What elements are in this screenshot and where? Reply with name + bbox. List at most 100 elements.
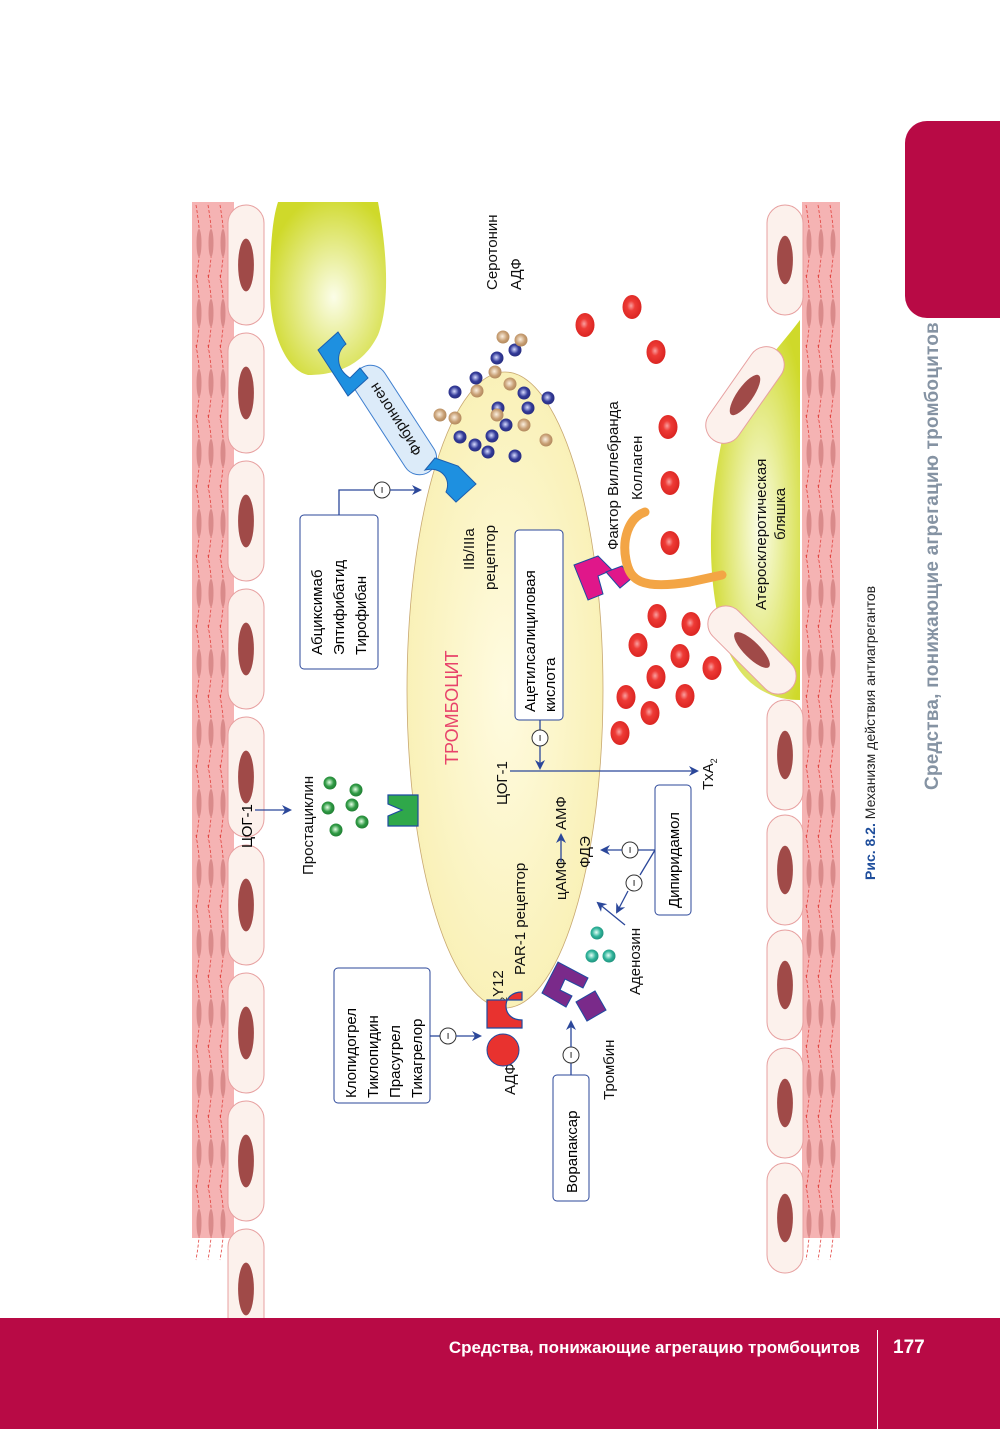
muscle-nucleus xyxy=(818,859,824,887)
red-blood-cell xyxy=(658,415,678,439)
par1-receptor xyxy=(541,961,589,1008)
gp-inhibitor-eptifibatide: Эптифибатид xyxy=(331,560,348,655)
serotonin-granule xyxy=(503,377,517,391)
serotonin-granule xyxy=(517,418,531,432)
muscle-nucleus xyxy=(818,1139,824,1167)
muscle-nucleus xyxy=(220,509,226,537)
gp-ib-receptor xyxy=(573,555,613,601)
adp-granule xyxy=(481,445,495,459)
muscle-nucleus xyxy=(220,789,226,817)
adp-label-top: АДФ xyxy=(508,258,525,290)
adp-label-bottom: АДФ xyxy=(502,1063,519,1095)
muscle-nucleus xyxy=(196,299,202,327)
pde-label: ФДЭ xyxy=(577,836,594,868)
amp-label: АМФ xyxy=(553,796,570,830)
inhibit-symbol: − xyxy=(623,846,637,853)
muscle-nucleus xyxy=(208,789,214,817)
muscle-nucleus xyxy=(806,789,812,817)
prostacyclin-label: Простациклин xyxy=(300,776,317,875)
muscle-nucleus xyxy=(818,929,824,957)
inhibit-symbol: − xyxy=(564,1051,578,1058)
gp-receptor-label-1: IIb/IIIa xyxy=(461,528,478,570)
muscle-nucleus xyxy=(196,1139,202,1167)
muscle-nucleus xyxy=(208,509,214,537)
figure-caption: Рис. 8.2. Механизм действия антиагрегант… xyxy=(862,586,878,880)
muscle-nucleus xyxy=(220,929,226,957)
figure-caption-text: Механизм действия антиагрегантов xyxy=(862,585,878,824)
muscle-nucleus xyxy=(196,789,202,817)
footer-divider xyxy=(877,1330,878,1429)
muscle-nucleus xyxy=(208,299,214,327)
cell-nucleus xyxy=(238,494,254,548)
vessel-wall-left xyxy=(192,202,265,1350)
cell-nucleus xyxy=(777,960,793,1010)
cell-nucleus xyxy=(238,878,254,932)
muscle-nucleus xyxy=(208,229,214,257)
muscle-nucleus xyxy=(806,1209,812,1237)
txa2-label: TxA2 xyxy=(700,758,719,790)
muscle-nucleus xyxy=(806,999,812,1027)
muscle-nucleus xyxy=(196,1069,202,1097)
serotonin-adp-granules xyxy=(433,330,555,463)
muscle-nucleus xyxy=(806,649,812,677)
prostacyclin-receptor xyxy=(387,794,419,827)
adenosine-molecule xyxy=(602,949,616,963)
endothelial-cell-tilted xyxy=(707,605,797,695)
serotonin-label: Серотонин xyxy=(484,214,501,290)
inhibit-symbol: − xyxy=(533,734,547,741)
muscle-nucleus xyxy=(196,999,202,1027)
muscle-nucleus xyxy=(208,579,214,607)
muscle-nucleus xyxy=(830,719,836,747)
adp-granule xyxy=(508,449,522,463)
cell-nucleus xyxy=(238,622,254,676)
muscle-nucleus xyxy=(818,229,824,257)
serotonin-granule xyxy=(488,365,502,379)
muscle-nucleus xyxy=(208,859,214,887)
muscle-nucleus xyxy=(818,1209,824,1237)
muscle-nucleus xyxy=(220,649,226,677)
muscle-nucleus xyxy=(208,719,214,747)
serotonin-granule xyxy=(490,408,504,422)
muscle-nucleus xyxy=(806,579,812,607)
cell-nucleus xyxy=(238,1006,254,1060)
adenosine-molecule xyxy=(590,926,604,940)
muscle-nucleus xyxy=(806,1069,812,1097)
muscle-nucleus xyxy=(208,1069,214,1097)
muscle-nucleus xyxy=(830,789,836,817)
gp-inhibitors-box: Абциксимаб Эптифибатид Тирофибан xyxy=(299,514,379,670)
p2y12-inhibitor-prasugrel: Прасугрел xyxy=(387,1025,404,1098)
red-blood-cell xyxy=(575,313,595,337)
muscle-nucleus xyxy=(220,859,226,887)
platelet-title: ТРОМБОЦИТ xyxy=(442,651,462,765)
prostacyclin-molecule xyxy=(329,823,343,837)
red-blood-cell xyxy=(702,656,722,680)
red-blood-cell xyxy=(670,644,690,668)
muscle-nucleus xyxy=(220,439,226,467)
muscle-nucleus xyxy=(806,509,812,537)
figure-number: Рис. 8.2. xyxy=(862,823,878,880)
serotonin-granule xyxy=(496,330,510,344)
muscle-nucleus xyxy=(806,1139,812,1167)
muscle-nucleus xyxy=(830,1209,836,1237)
muscle-nucleus xyxy=(806,299,812,327)
muscle-nucleus xyxy=(220,369,226,397)
cell-nucleus xyxy=(238,1262,254,1316)
gp-inhibitor-tirofiban: Тирофибан xyxy=(353,576,370,655)
gp-receptor-label-2: рецептор xyxy=(482,525,499,590)
red-blood-cell xyxy=(640,701,660,725)
muscle-nucleus xyxy=(818,299,824,327)
adp-granule xyxy=(517,386,531,400)
collagen-label: Коллаген xyxy=(629,436,646,500)
prostacyclin-molecule xyxy=(355,815,369,829)
aspirin-box: Ацетилсалициловая кислота xyxy=(514,529,564,721)
muscle-nucleus xyxy=(220,999,226,1027)
adjacent-platelet xyxy=(270,202,387,375)
muscle-nucleus xyxy=(220,1139,226,1167)
adp-granule xyxy=(468,438,482,452)
chapter-side-title: Средства, понижающие агрегацию тромбоцит… xyxy=(922,322,943,790)
endothelial-cell-tilted xyxy=(705,346,785,444)
red-blood-cell xyxy=(681,612,701,636)
dipyridamole-box: Дипиридамол xyxy=(654,784,692,916)
muscle-nucleus xyxy=(818,999,824,1027)
